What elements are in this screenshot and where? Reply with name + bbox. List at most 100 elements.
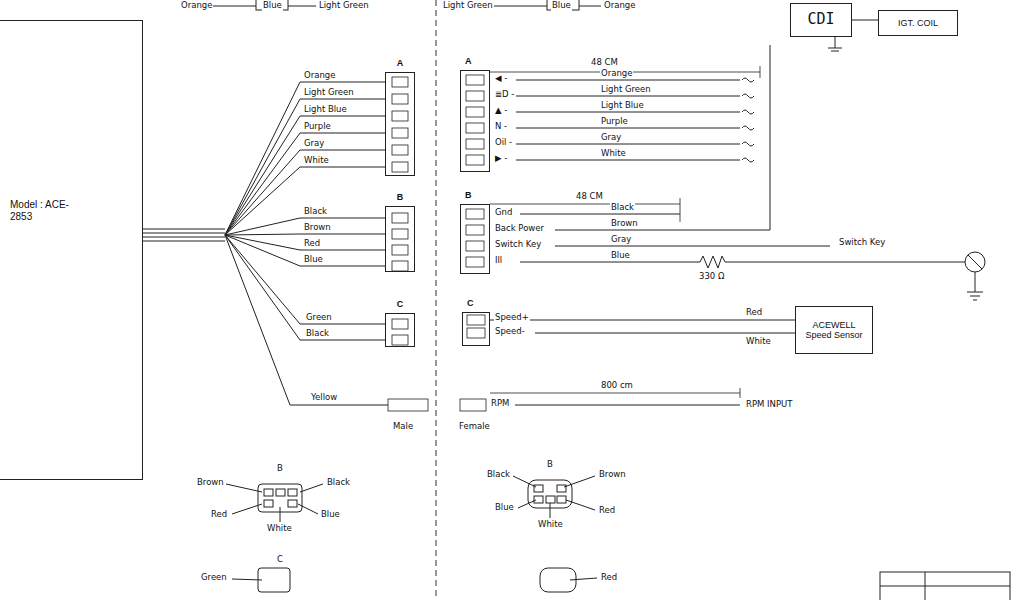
pinout-views-part xyxy=(226,484,262,492)
connector-pins xyxy=(388,75,486,411)
pinout-views-part xyxy=(557,496,566,503)
connector-a: A xyxy=(460,70,490,172)
right-wires-part xyxy=(555,45,770,230)
wire-label: Green xyxy=(305,313,333,323)
wire-label: Blue xyxy=(320,510,341,520)
pinout-views-part xyxy=(280,507,281,522)
connector-a: A xyxy=(385,72,415,176)
wire-label: RPM xyxy=(490,399,510,409)
node-label: CDI xyxy=(807,11,834,28)
connector-letter: C xyxy=(467,298,474,308)
wire-connector xyxy=(852,20,878,21)
right-wires-part xyxy=(516,128,740,129)
pinout-views-part xyxy=(300,484,323,492)
connector-pins-part xyxy=(392,261,408,271)
wire-label: Light Green xyxy=(303,88,355,98)
wire-label: Green xyxy=(200,573,228,583)
connector-pins-part xyxy=(466,257,484,267)
wire-label: ≣D - xyxy=(494,90,515,100)
wire-label: B xyxy=(276,464,284,474)
connector-pins-part xyxy=(392,145,408,155)
wire-bundle-part xyxy=(143,241,225,242)
pinout-views-part xyxy=(264,500,273,507)
connector-pins-part xyxy=(392,319,408,329)
connector-pins-part xyxy=(392,77,408,87)
title-block xyxy=(880,572,1010,600)
pinout-views-part xyxy=(232,504,262,514)
wire-bundle-part xyxy=(225,234,385,235)
connector-pins-part xyxy=(466,225,484,235)
wire-bundle-part xyxy=(225,150,385,235)
wire-label: ◀ - xyxy=(494,74,508,84)
wire-bundle-part xyxy=(225,116,385,235)
divider-part xyxy=(436,0,437,600)
right-wires-part xyxy=(535,333,795,334)
wire-label: Purple xyxy=(303,122,332,132)
right-wires-part xyxy=(516,112,740,113)
wire-bundle-part xyxy=(225,235,385,266)
right-wires-part xyxy=(520,214,680,215)
wire-bundle-part xyxy=(225,82,385,235)
right-wires-part xyxy=(967,292,983,293)
right-wires-part xyxy=(516,80,740,81)
right-wires-part xyxy=(973,300,977,301)
right-wires-part xyxy=(742,126,754,130)
speed-sensor-box: ACEWELL Speed Sensor xyxy=(795,306,873,354)
pinout-views-part xyxy=(232,579,262,580)
right-wires-part xyxy=(742,158,754,162)
wire-label: Red xyxy=(600,573,618,583)
wire-label: Blue xyxy=(303,255,324,265)
right-wires-part xyxy=(742,94,754,98)
wire-connector xyxy=(490,320,795,321)
wire-label: Brown xyxy=(303,223,332,233)
connector-pins-part xyxy=(392,229,408,239)
connector-pins-part xyxy=(392,335,408,345)
pinout-views-part xyxy=(534,485,543,492)
connector-pins-part xyxy=(466,107,484,117)
right-wires-part xyxy=(700,256,725,268)
wire-label: Purple xyxy=(600,117,629,127)
connector-pins-part xyxy=(466,139,484,149)
cdi-box: CDI xyxy=(790,3,852,37)
wire-label: Ill xyxy=(494,256,503,266)
coil-box: IGT. COIL xyxy=(878,10,958,36)
wire-label: Speed+ xyxy=(494,313,530,323)
wire-label: C xyxy=(276,555,284,565)
wire-label: B xyxy=(546,460,554,470)
wire-label: Gnd xyxy=(494,208,513,218)
pinout-views-part xyxy=(288,489,297,496)
wire-label: ▶ - xyxy=(494,154,508,164)
wire-label: White xyxy=(266,524,293,534)
wire-label: Brown xyxy=(610,219,639,229)
pinout-views-part xyxy=(298,504,318,514)
right-wires-part xyxy=(742,142,754,146)
wire-label: Switch Key xyxy=(494,240,542,250)
divider xyxy=(436,0,437,600)
connector-c: C xyxy=(385,313,415,347)
wire-label: Blue xyxy=(262,1,283,11)
wire-label: Red xyxy=(745,308,763,318)
dimension-lines-part xyxy=(680,198,681,222)
wire-label: Blue xyxy=(551,1,572,11)
wire-bundle-part xyxy=(225,235,385,324)
wire-label: Red xyxy=(210,510,228,520)
connector-pins-part xyxy=(466,155,484,165)
pinout-views-part xyxy=(513,476,536,487)
wire-bundle-part xyxy=(143,237,225,238)
dimension-lines-part xyxy=(490,393,740,394)
connector-pins-part xyxy=(466,75,484,85)
wire-bundle-part xyxy=(225,235,385,250)
wire-label: Blue xyxy=(494,503,515,513)
right-wires-part xyxy=(516,144,740,145)
right-wires-part xyxy=(831,51,839,52)
pinout-views-part xyxy=(570,578,597,580)
wire-label: Oil - xyxy=(494,138,513,148)
wire-label: RPM INPUT xyxy=(745,400,793,410)
wire-bundle-part xyxy=(225,167,385,235)
meter-unit-box: Model : ACE-2853 xyxy=(0,20,143,480)
connector-letter: A xyxy=(465,56,472,66)
connector-pins-part xyxy=(466,91,484,101)
top-wires-part xyxy=(579,6,601,7)
wire-label: Gray xyxy=(303,139,325,149)
right-wires-part xyxy=(516,96,740,97)
